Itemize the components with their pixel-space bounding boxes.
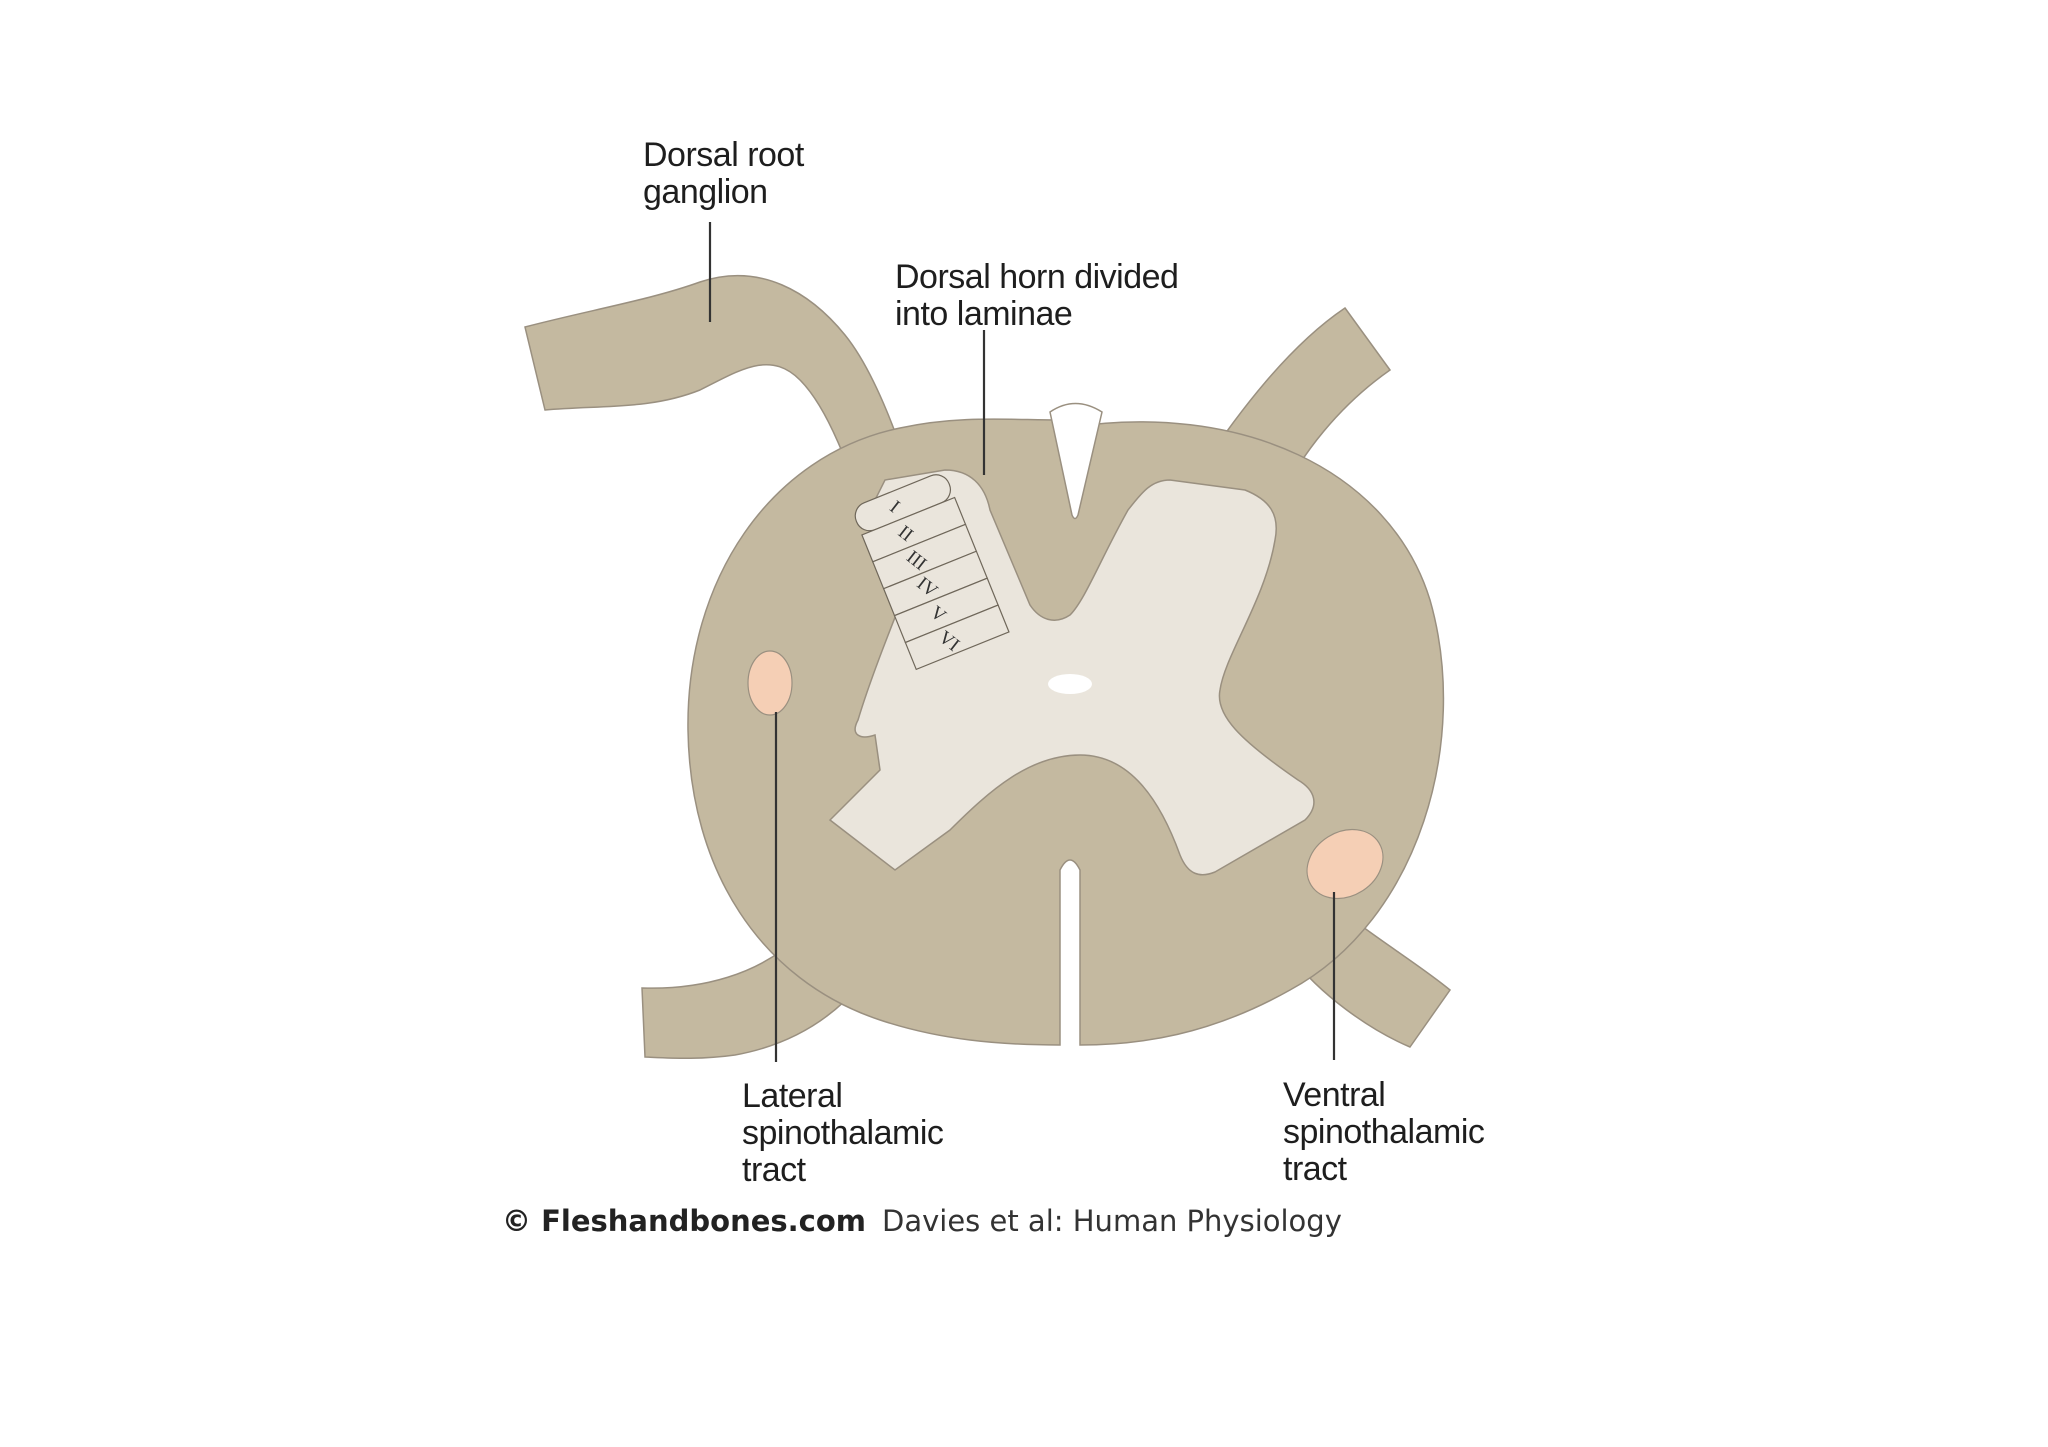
label-dorsal-root-ganglion-1: Dorsal root (643, 136, 805, 174)
credit-source: Davies et al: Human Physiology (882, 1204, 1342, 1238)
leader-lines (708, 222, 1336, 1062)
label-ventral-tract-3: tract (1283, 1150, 1348, 1188)
lamina-6-band (904, 604, 1010, 671)
credit-site: © Fleshandbones.com (502, 1204, 866, 1238)
ventral-spinothalamic-tract (1306, 828, 1384, 900)
label-dorsal-root-ganglion-2: ganglion (643, 173, 768, 211)
credit-line: © Fleshandbones.com Davies et al: Human … (502, 1204, 1342, 1238)
central-canal (1048, 674, 1092, 694)
label-dorsal-horn-2: into laminae (895, 295, 1072, 333)
label-ventral-tract-2: spinothalamic (1283, 1113, 1485, 1151)
label-ventral-tract-1: Ventral (1283, 1076, 1385, 1114)
label-lateral-tract-2: spinothalamic (742, 1114, 944, 1152)
label-lateral-tract-3: tract (742, 1151, 807, 1189)
label-dorsal-horn-1: Dorsal horn divided (895, 258, 1178, 296)
lateral-spinothalamic-tract (747, 650, 793, 716)
dorsal-median-sulcus (1049, 402, 1103, 520)
label-lateral-tract-1: Lateral (742, 1077, 842, 1115)
